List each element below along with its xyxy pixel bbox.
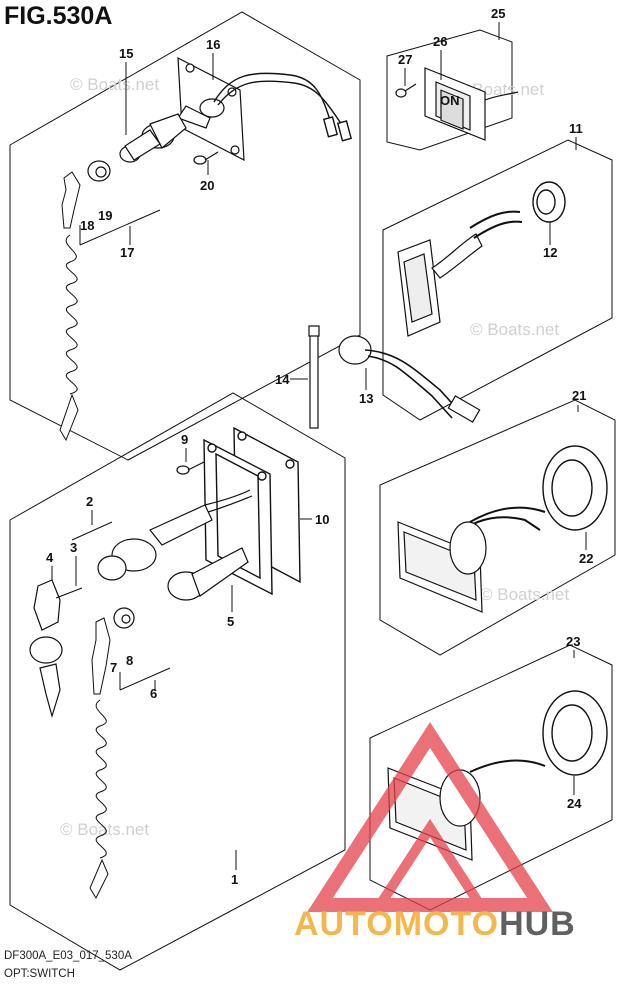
ring-24 (542, 690, 608, 776)
callout-13: 13 (359, 391, 373, 406)
callout-1: 1 (231, 872, 238, 887)
harness-13 (338, 335, 481, 423)
callout-5: 5 (227, 614, 234, 629)
callout-16: 16 (206, 37, 220, 52)
cable-tie-14 (308, 325, 320, 429)
cable-16 (213, 72, 353, 142)
screw-9 (176, 461, 205, 475)
figure-title: FIG.530A (4, 2, 113, 30)
screw-27 (395, 83, 417, 98)
callout-23: 23 (566, 634, 580, 649)
ring-22 (542, 445, 608, 531)
callout-14: 14 (275, 372, 290, 387)
switch-on-label: ON (440, 93, 460, 108)
lanyard-7 (89, 617, 111, 900)
callout-19: 19 (98, 208, 112, 223)
screw-20 (193, 151, 219, 165)
brand-wordmark: AUTOMOTOHUB (294, 905, 576, 944)
callout-20: 20 (200, 178, 214, 193)
footer-caption: OPT:SWITCH (4, 968, 75, 980)
box-kit-23 (369, 644, 613, 911)
callout-12: 12 (543, 245, 557, 260)
callout-24: 24 (567, 796, 582, 811)
callout-4: 4 (46, 550, 54, 565)
stop-switch-6 (167, 547, 249, 601)
watermark-text: © Boats.net (480, 585, 569, 604)
nut-8 (113, 607, 135, 629)
box-kit-25 (386, 29, 513, 151)
panel-23 (387, 759, 546, 861)
leader-lines (51, 22, 587, 870)
callout-22: 22 (579, 551, 593, 566)
nut-19 (87, 160, 111, 182)
callout-9: 9 (181, 432, 188, 447)
callouts: 15 16 18 19 17 20 25 26 27 11 12 14 13 9… (46, 6, 593, 887)
callout-25: 25 (491, 6, 505, 21)
box-kit-11 (382, 139, 613, 421)
callout-18: 18 (80, 218, 94, 233)
panel-21 (397, 506, 546, 613)
switch-panel-11 (397, 210, 523, 337)
box-kit-1 (9, 392, 346, 971)
callout-15: 15 (119, 46, 133, 61)
callout-10: 10 (315, 512, 329, 527)
ignition-switch-2 (97, 489, 253, 581)
keys-4 (29, 579, 83, 719)
callout-7: 7 (110, 660, 117, 675)
callout-26: 26 (433, 34, 447, 49)
ring-12 (532, 181, 566, 223)
box-kit-21 (379, 399, 616, 656)
switch-panel-26 (424, 67, 519, 141)
brand-part-2: HUB (499, 905, 576, 943)
gasket-10 (203, 426, 301, 596)
plate-16 (177, 56, 245, 162)
brand-part-1: AUTOMOTO (294, 905, 500, 943)
brand-logo-icon (307, 722, 553, 912)
watermark-text: © Boats.net (70, 75, 159, 94)
callout-21: 21 (572, 388, 586, 403)
lanyard-18 (59, 171, 81, 442)
watermarks: © Boats.net © Boats.net © Boats.net © Bo… (60, 75, 569, 839)
footer-code: DF300A_E03_017_530A (4, 950, 132, 962)
callout-3: 3 (70, 540, 77, 555)
callout-17: 17 (120, 245, 134, 260)
box-kit-15 (9, 11, 361, 461)
switch-15 (119, 105, 211, 163)
callout-2: 2 (86, 494, 93, 509)
callout-11: 11 (569, 121, 583, 136)
callout-27: 27 (398, 52, 412, 67)
callout-8: 8 (126, 653, 133, 668)
watermark-text: © Boats.net (470, 320, 559, 339)
watermark-text: © Boats.net (60, 820, 149, 839)
callout-6: 6 (150, 686, 157, 701)
